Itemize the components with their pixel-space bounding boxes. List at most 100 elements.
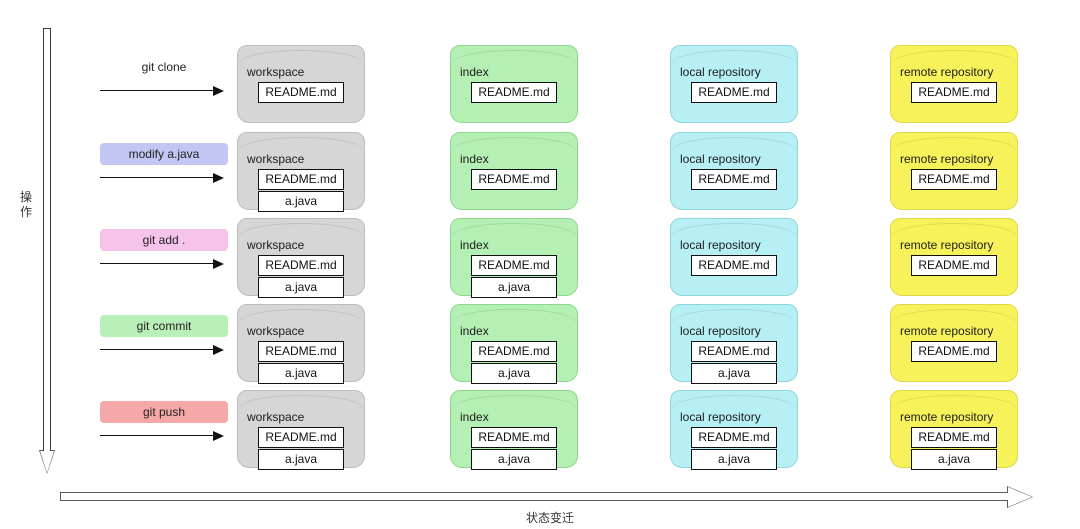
operation-label-0[interactable]: git clone — [141, 60, 187, 74]
cylinder-cap-icon — [452, 223, 576, 236]
file-box: README.md — [691, 427, 777, 448]
operation-arrow-line-2 — [100, 263, 218, 264]
operation-arrow-line-3 — [100, 349, 218, 350]
cylinder-cap-icon — [672, 137, 796, 150]
operation-arrow-line-0 — [100, 90, 218, 91]
file-list: README.md — [451, 169, 577, 191]
cylinder-title-index: index — [460, 324, 489, 338]
operation-arrow-1 — [100, 172, 228, 184]
cylinder-cap-icon — [239, 395, 363, 408]
cylinder-title-index: index — [460, 65, 489, 79]
cylinder-cap-icon — [452, 309, 576, 322]
file-list: README.md — [891, 82, 1017, 104]
cylinder-title-remote: remote repository — [900, 238, 994, 252]
file-list: README.md — [671, 255, 797, 277]
operation-label-3[interactable]: git commit — [100, 315, 228, 337]
file-list: README.md — [671, 82, 797, 104]
cylinder-cap-icon — [892, 309, 1016, 322]
file-list: README.md — [891, 341, 1017, 363]
operation-label-2[interactable]: git add . — [100, 229, 228, 251]
operation-arrow-0 — [100, 85, 228, 97]
cylinder-cap-icon — [892, 395, 1016, 408]
file-box: README.md — [911, 427, 997, 448]
operation-arrow-2 — [100, 258, 228, 270]
cylinder-title-local: local repository — [680, 410, 761, 424]
file-box: a.java — [258, 277, 344, 298]
file-box: README.md — [691, 169, 777, 190]
file-box: README.md — [258, 255, 344, 276]
file-box: README.md — [691, 82, 777, 103]
cylinder-title-workspace: workspace — [247, 410, 305, 424]
file-box: a.java — [691, 363, 777, 384]
file-box: a.java — [691, 449, 777, 470]
file-box: a.java — [911, 449, 997, 470]
file-box: README.md — [911, 255, 997, 276]
operation-arrow-head-0 — [213, 85, 224, 96]
cylinder-title-remote: remote repository — [900, 324, 994, 338]
operation-axis-label: 操 作 — [18, 190, 34, 220]
operation-label-4[interactable]: git push — [100, 401, 228, 423]
cylinder-title-local: local repository — [680, 152, 761, 166]
cylinder-cap-icon — [672, 309, 796, 322]
cylinder-title-workspace: workspace — [247, 152, 305, 166]
cylinder-cap-icon — [672, 395, 796, 408]
file-box: README.md — [471, 427, 557, 448]
state-axis-arrowhead — [1008, 487, 1032, 507]
cylinder-cap-icon — [892, 223, 1016, 236]
file-box: a.java — [471, 363, 557, 384]
operation-arrow-head-2 — [213, 258, 224, 269]
cylinder-cap-icon — [239, 137, 363, 150]
cylinder-cap-icon — [452, 395, 576, 408]
operation-1: modify a.java — [100, 143, 228, 184]
file-box: README.md — [691, 341, 777, 362]
operation-arrow-head-4 — [213, 430, 224, 441]
cylinder-title-workspace: workspace — [247, 65, 305, 79]
operation-arrow-line-1 — [100, 177, 218, 178]
cylinder-cap-icon — [239, 309, 363, 322]
file-box: README.md — [258, 82, 344, 103]
state-axis-shaft — [60, 492, 1010, 501]
file-box: README.md — [258, 341, 344, 362]
operation-axis-label-char-2: 作 — [19, 205, 32, 219]
cylinder-title-index: index — [460, 152, 489, 166]
cylinder-cap-icon — [672, 50, 796, 63]
operation-arrow-line-4 — [100, 435, 218, 436]
file-box: a.java — [258, 363, 344, 384]
file-list: README.md — [671, 169, 797, 191]
file-box: README.md — [911, 341, 997, 362]
cylinder-title-index: index — [460, 238, 489, 252]
cylinder-title-remote: remote repository — [900, 65, 994, 79]
cylinder-cap-icon — [239, 223, 363, 236]
operation-arrow-head-1 — [213, 172, 224, 183]
cylinder-cap-icon — [452, 137, 576, 150]
operation-label-1[interactable]: modify a.java — [100, 143, 228, 165]
file-box: a.java — [258, 191, 344, 212]
cylinder-cap-icon — [239, 50, 363, 63]
file-box: README.md — [258, 169, 344, 190]
cylinder-title-workspace: workspace — [247, 324, 305, 338]
cylinder-title-index: index — [460, 410, 489, 424]
cylinder-cap-icon — [892, 50, 1016, 63]
